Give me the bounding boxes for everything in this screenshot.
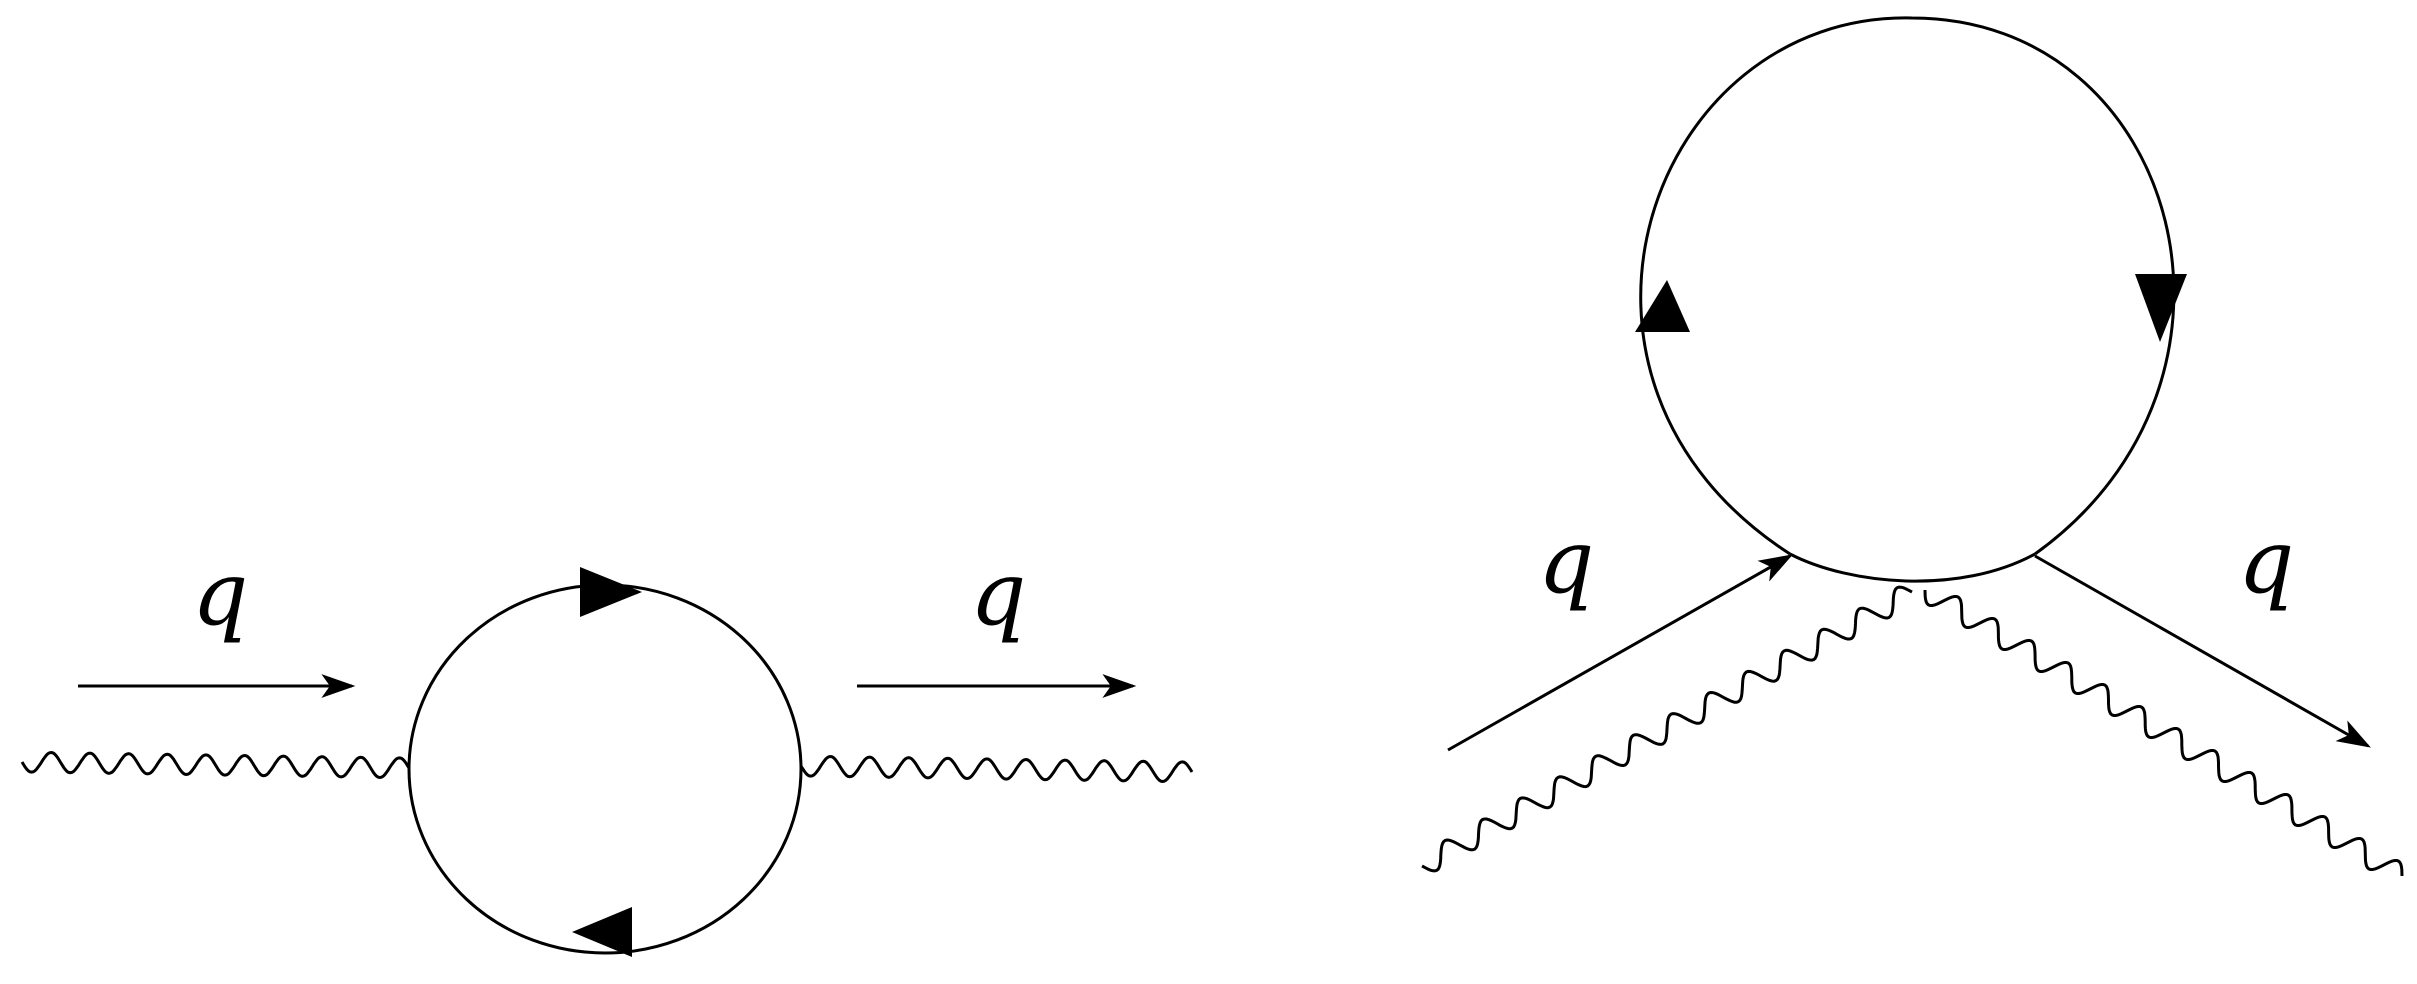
fermion-loop-upper [1639,16,2176,556]
loop-arrow-bottom [572,907,632,957]
loop-arrow-top [580,567,642,617]
momentum-label-in: q [1538,510,1594,613]
loop-arrow-left [1635,280,1690,332]
loop-arrow-right [2135,274,2187,342]
fermion-loop-bottom [1789,552,2036,583]
momentum-label-out: q [2238,510,2294,613]
momentum-arrow-out [2034,554,2371,748]
outgoing-photon-line [799,754,1194,784]
fermion-loop [407,583,803,955]
momentum-label-in: q [192,542,248,645]
incoming-photon-line [1421,585,1913,873]
momentum-label-out: q [970,542,1026,645]
incoming-photon-line [20,750,411,780]
seagull-diagram: q q [1421,16,2404,877]
outgoing-photon-line [1923,589,2404,877]
momentum-arrow-in [1447,554,1793,752]
photon-self-energy-diagram: q q [20,542,1194,957]
